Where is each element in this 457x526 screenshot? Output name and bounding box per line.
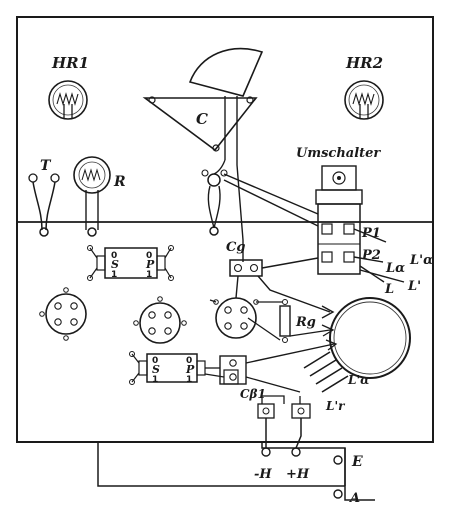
- sp2-1b: 1: [186, 375, 192, 385]
- label-minus-h: -H: [254, 467, 272, 482]
- switch-umschalter: [315, 165, 363, 275]
- label-l: L: [384, 282, 394, 297]
- sp1-s: S: [111, 258, 119, 271]
- coil-plates: [303, 351, 349, 393]
- label-cg: Cg: [226, 240, 245, 255]
- label-t: T: [40, 158, 52, 174]
- sp1-0b: 0: [146, 251, 152, 261]
- capacitor-cg: [229, 259, 263, 277]
- sp2-0a: 0: [152, 356, 158, 366]
- label-a: A: [348, 491, 360, 506]
- umschalter-leads: [353, 228, 405, 283]
- tube-hr2: [344, 80, 384, 120]
- label-cb: Cβ1: [240, 387, 266, 401]
- tube-hr1: [48, 80, 88, 120]
- rheostat-r: [73, 156, 111, 237]
- switch-sp-1: [87, 245, 174, 281]
- sp1-p: P: [145, 258, 155, 271]
- label-e: E: [351, 454, 363, 470]
- tube-socket-2: [133, 296, 187, 344]
- label-l-prime: L': [407, 279, 421, 294]
- label-c: C: [196, 110, 208, 128]
- resistor-rg: [279, 299, 291, 343]
- terminal-lower-left: [257, 403, 275, 419]
- sp1-1b: 1: [146, 270, 152, 280]
- sp2-s: S: [152, 363, 160, 376]
- coil-frame: [329, 297, 411, 379]
- switch-center: [201, 169, 228, 236]
- switch-t: [28, 173, 60, 237]
- sp1-1a: 1: [111, 270, 117, 280]
- terminal-e: [333, 455, 343, 465]
- variable-capacitor-c: [142, 47, 264, 165]
- terminal-plus-h: [291, 447, 301, 457]
- label-hr2: HR2: [345, 54, 383, 72]
- label-r: R: [113, 174, 126, 190]
- sp2-0b: 0: [186, 356, 192, 366]
- label-rg: Rg: [295, 315, 316, 330]
- panel-frame: [16, 16, 434, 501]
- tube-socket-1: [39, 287, 87, 341]
- terminal-minus-h: [261, 447, 271, 457]
- label-lr-coil: L'r: [325, 399, 346, 413]
- label-la: Lα: [385, 261, 405, 276]
- terminal-a: [333, 489, 343, 499]
- sp2-1a: 1: [152, 375, 158, 385]
- label-hr1: HR1: [51, 54, 89, 72]
- wiring: [89, 159, 338, 449]
- label-plus-h: +H: [286, 467, 310, 482]
- terminal-lower-right: [291, 403, 311, 419]
- label-umschalter: Umschalter: [296, 146, 381, 161]
- tube-socket-3: [213, 297, 259, 339]
- label-la-prime: L'α: [409, 253, 433, 268]
- sp2-p: P: [185, 363, 195, 376]
- sp1-0a: 0: [111, 251, 117, 261]
- label-la-coil: L'α: [347, 373, 369, 387]
- capacitor-cb1: [219, 355, 247, 385]
